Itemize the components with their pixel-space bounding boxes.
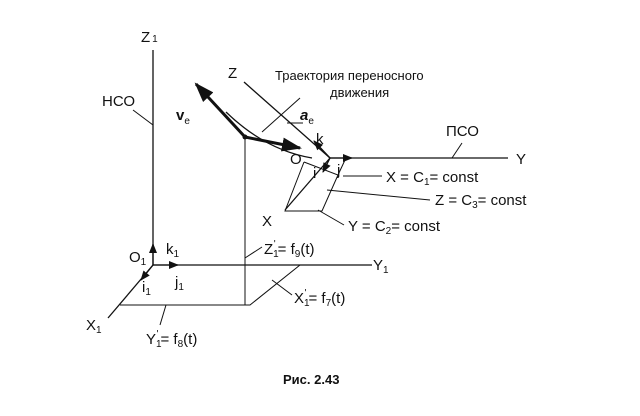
- z-const-label: Z = C3= const: [435, 192, 527, 211]
- trajectory-label-line2: движения: [330, 85, 389, 100]
- i1-label: i1: [142, 279, 151, 298]
- nso-pointer: [132, 109, 154, 126]
- y-const-pointer: [317, 209, 345, 226]
- pso-label: ПСО: [446, 123, 479, 140]
- ve-label: ve: [176, 107, 190, 127]
- z-label: Z: [228, 65, 237, 82]
- o1-label: O1: [129, 249, 147, 268]
- ae-label: ae: [300, 107, 314, 127]
- f9-pointer: [244, 246, 263, 259]
- trajectory-label-line1: Траектория переносного: [275, 68, 424, 83]
- projection-plane: [120, 264, 302, 306]
- nso-label: НСО: [102, 93, 135, 110]
- y-const-label: Y = C2= const: [348, 218, 441, 237]
- pso-pointer: [451, 142, 463, 159]
- acceleration-vector: [244, 135, 302, 152]
- f7-label: X1'= f7(t): [294, 288, 345, 309]
- i1-vector: [140, 264, 154, 281]
- velocity-vector: [194, 82, 247, 139]
- o-label: O: [290, 151, 302, 168]
- j-label: j: [336, 162, 340, 179]
- f7-pointer: [271, 279, 293, 296]
- y-label: Y: [516, 151, 526, 168]
- x-axis: [284, 157, 331, 211]
- i-label: i: [313, 165, 316, 182]
- k-label: k: [316, 131, 324, 148]
- y1-label: Y1: [373, 257, 389, 276]
- f9-label: Z1'= f9(t): [264, 239, 315, 260]
- const-plane: [284, 161, 339, 212]
- x-const-label: X = C1= const: [386, 169, 479, 188]
- f8-pointer: [159, 304, 167, 326]
- figure-caption: Рис. 2.43: [283, 372, 339, 387]
- x-label: X: [262, 213, 272, 230]
- trajectory-pointer: [261, 97, 301, 133]
- z-const-pointer: [326, 189, 431, 201]
- k-vector: [313, 140, 331, 159]
- moving-point: [242, 134, 248, 140]
- f8-label: Y1'= f8(t): [146, 329, 197, 350]
- const-plane-inner: [337, 159, 346, 176]
- k1-label: k1: [166, 241, 180, 260]
- j1-label: j1: [174, 274, 184, 293]
- x1-label: X1: [86, 317, 102, 336]
